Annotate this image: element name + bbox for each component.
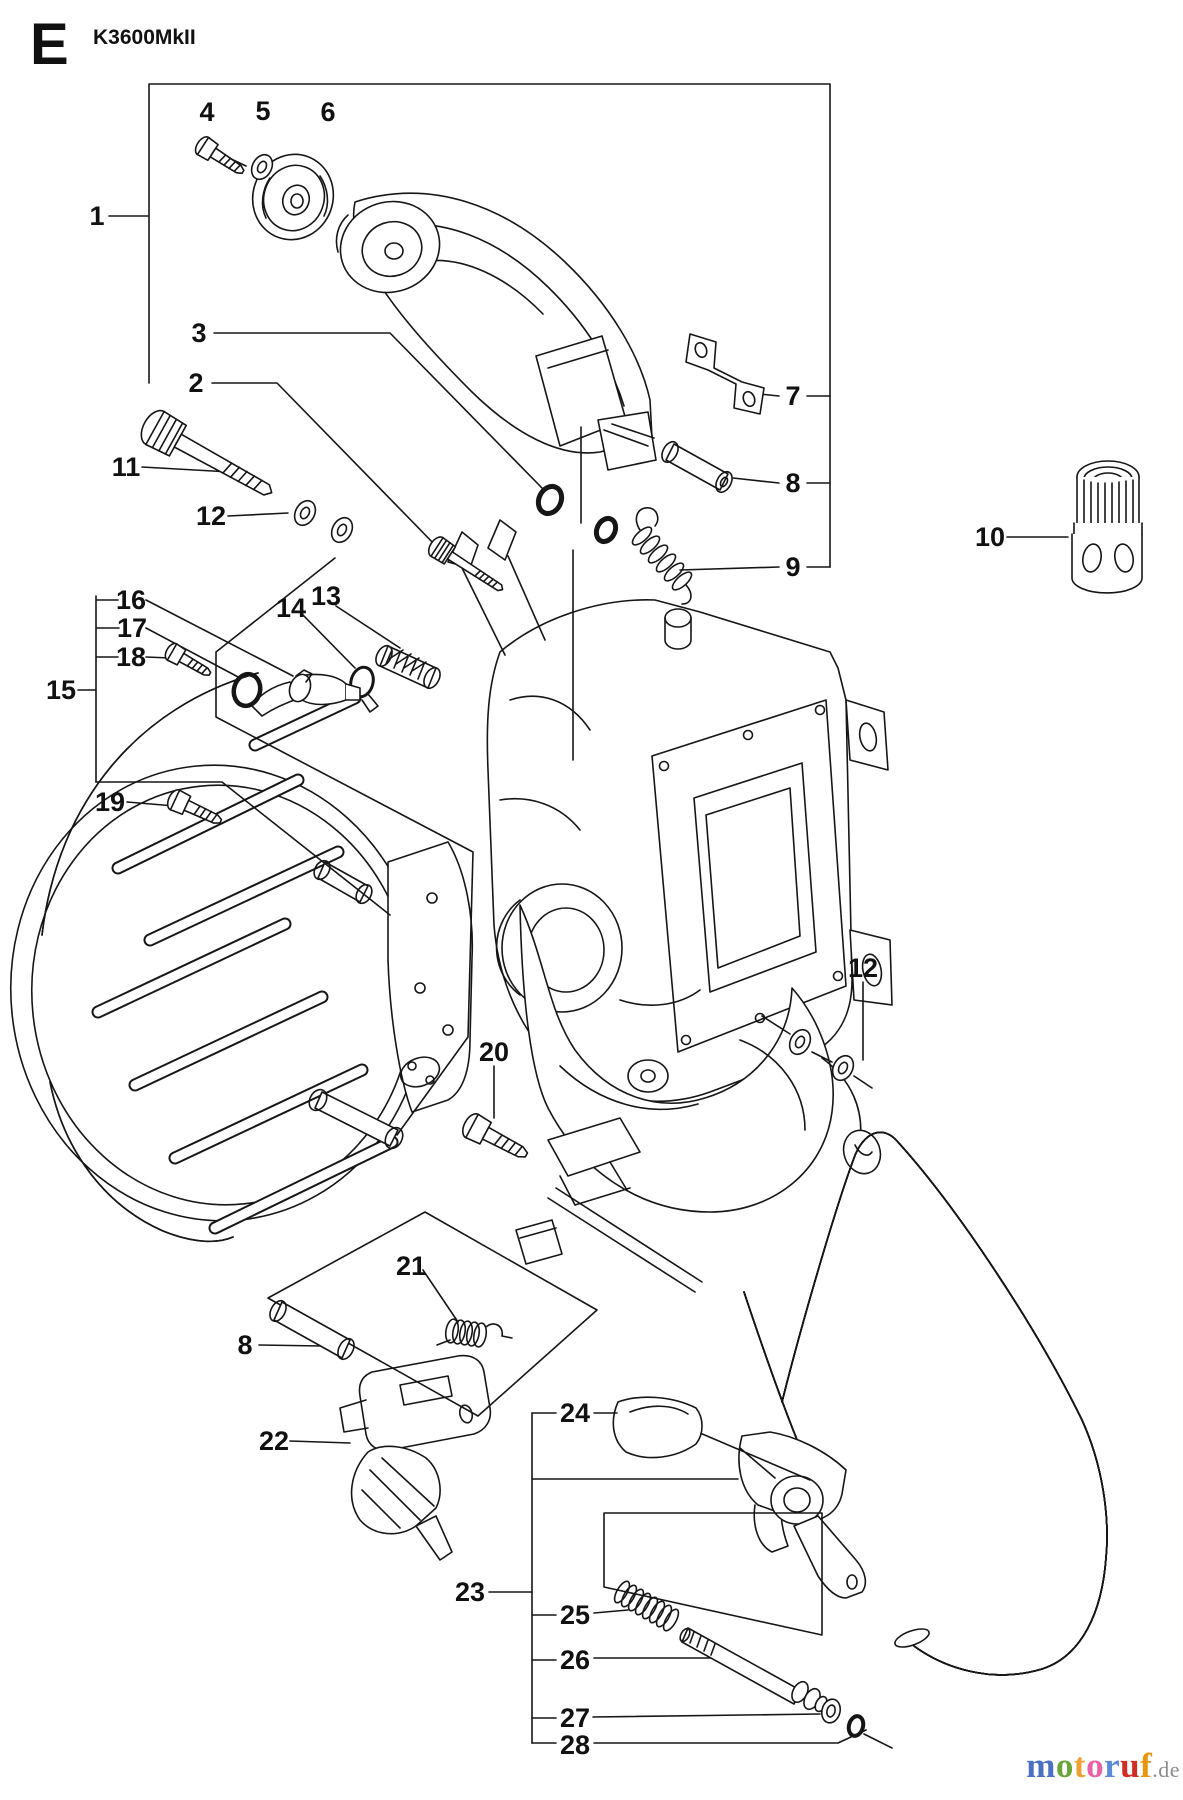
watermark-letter: o <box>1086 1746 1105 1785</box>
callout-12: 12 <box>196 501 226 531</box>
callout-8: 8 <box>785 468 800 498</box>
watermark-letter: f <box>1140 1746 1153 1785</box>
part-oring-17 <box>230 671 263 709</box>
callout-26: 26 <box>560 1645 590 1675</box>
part-rod-26 <box>678 1627 829 1713</box>
part-handle-loop <box>782 1132 1107 1675</box>
callout-16: 16 <box>116 585 146 615</box>
part-screw-4 <box>191 133 250 182</box>
part-screw-18 <box>161 640 216 683</box>
callout-6: 6 <box>320 97 335 127</box>
part-bumper-24 <box>613 1397 702 1457</box>
part-trigger-assembly-22 <box>340 1356 490 1560</box>
watermark-suffix: .de <box>1152 1757 1180 1782</box>
part-coupling-10 <box>1072 461 1142 593</box>
watermark-letter: m <box>1026 1746 1056 1785</box>
part-spring-9 <box>630 508 695 604</box>
callout-12b: 12 <box>848 953 878 983</box>
part-washer-27 <box>819 1697 843 1725</box>
watermark-letter: o <box>1055 1746 1074 1785</box>
part-screw-11 <box>134 404 282 511</box>
part-nozzle-16 <box>252 670 360 716</box>
part-spring-25 <box>612 1579 682 1633</box>
group-box-1 <box>109 84 830 567</box>
callout-17: 17 <box>117 613 147 643</box>
callout-21: 21 <box>396 1251 426 1281</box>
callout-22: 22 <box>259 1426 289 1456</box>
part-oring-3 <box>534 483 619 545</box>
callout-5: 5 <box>255 96 270 126</box>
callout-7: 7 <box>785 381 800 411</box>
part-blade-guard <box>0 673 562 1264</box>
callout-25: 25 <box>560 1600 590 1630</box>
callout-19: 19 <box>95 787 125 817</box>
part-washers-12 <box>289 496 358 547</box>
leader-lines <box>127 150 1068 1443</box>
callout-18: 18 <box>116 642 146 672</box>
part-crankcase-housing <box>448 520 892 1292</box>
group-box-21 <box>268 1212 597 1416</box>
part-screw-20 <box>458 1109 534 1168</box>
part-screw-2 <box>424 533 510 600</box>
callout-20: 20 <box>479 1037 509 1067</box>
part-brake-lever-23 <box>700 1433 865 1598</box>
part-pin-8b <box>267 1298 358 1362</box>
callout-11: 11 <box>112 452 141 482</box>
callout-27: 27 <box>560 1703 590 1733</box>
part-oring-28 <box>847 1715 892 1748</box>
part-pin-8 <box>659 439 736 495</box>
part-rear-grip <box>744 1292 802 1452</box>
part-bearing-housing <box>329 189 452 305</box>
callout-28: 28 <box>560 1730 590 1760</box>
watermark-letter: r <box>1104 1746 1121 1785</box>
callout-15: 15 <box>46 675 76 705</box>
page-title: K3600MkII <box>93 26 196 49</box>
watermark-logo: motoruf.de <box>1020 1748 1180 1783</box>
watermark-letter: u <box>1120 1746 1141 1785</box>
callout-8b: 8 <box>237 1330 252 1360</box>
group-box-15 <box>78 558 473 1135</box>
callout-24: 24 <box>560 1398 590 1428</box>
part-spring-21 <box>437 1318 512 1348</box>
callout-2: 2 <box>188 368 203 398</box>
watermark-letter: t <box>1073 1746 1087 1785</box>
callout-13: 13 <box>311 581 341 611</box>
section-letter: E <box>30 12 69 77</box>
callout-3: 3 <box>191 318 206 348</box>
part-hose-13 <box>373 643 444 691</box>
part-pulley-6 <box>241 143 346 251</box>
callout-4: 4 <box>199 97 214 127</box>
callout-23: 23 <box>455 1577 485 1607</box>
callout-9: 9 <box>785 552 800 582</box>
part-bracket-7 <box>686 334 764 414</box>
callout-1: 1 <box>89 201 104 231</box>
callout-14: 14 <box>276 593 306 623</box>
callout-10: 10 <box>975 522 1005 552</box>
